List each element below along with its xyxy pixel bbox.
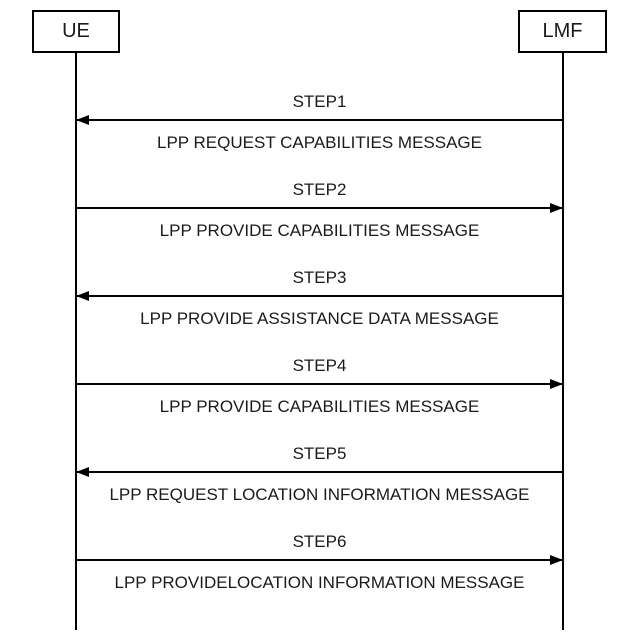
step-label: STEP6 (292, 532, 347, 551)
message-step2: STEP2 LPP PROVIDE CAPABILITIES MESSAGE (76, 178, 563, 248)
message-step4: STEP4 LPP PROVIDE CAPABILITIES MESSAGE (76, 354, 563, 424)
arrow-left-icon (76, 467, 563, 477)
step-label: STEP1 (292, 92, 347, 111)
arrow-right-icon (76, 379, 563, 389)
arrowhead-left-icon (76, 291, 89, 301)
actor-label-lmf: LMF (542, 20, 583, 42)
message-label: LPP REQUEST CAPABILITIES MESSAGE (156, 133, 482, 152)
message-step5: STEP5 LPP REQUEST LOCATION INFORMATION M… (76, 442, 563, 512)
message-step1: STEP1 LPP REQUEST CAPABILITIES MESSAGE (76, 90, 563, 160)
lifeline-lmf (562, 53, 564, 630)
arrowhead-left-icon (76, 115, 89, 125)
message-label: LPP PROVIDELOCATION INFORMATION MESSAGE (114, 573, 525, 592)
message-step6: STEP6 LPP PROVIDELOCATION INFORMATION ME… (76, 530, 563, 600)
arrowhead-right-icon (550, 555, 563, 565)
arrow-right-icon (76, 555, 563, 565)
step-label: STEP4 (292, 356, 347, 375)
arrow-right-icon (76, 203, 563, 213)
arrowhead-right-icon (550, 379, 563, 389)
actor-box-ue: UE (32, 10, 120, 53)
message-label: LPP PROVIDE ASSISTANCE DATA MESSAGE (140, 309, 499, 328)
arrow-left-icon (76, 291, 563, 301)
message-label: LPP REQUEST LOCATION INFORMATION MESSAGE (109, 485, 530, 504)
lifeline-ue (75, 53, 77, 630)
arrow-left-icon (76, 115, 563, 125)
actor-box-lmf: LMF (518, 10, 607, 53)
arrowhead-left-icon (76, 467, 89, 477)
arrowhead-right-icon (550, 203, 563, 213)
step-label: STEP3 (292, 268, 347, 287)
actor-label-ue: UE (62, 20, 90, 42)
message-label: LPP PROVIDE CAPABILITIES MESSAGE (159, 397, 480, 416)
step-label: STEP5 (292, 444, 347, 463)
message-step3: STEP3 LPP PROVIDE ASSISTANCE DATA MESSAG… (76, 266, 563, 336)
message-label: LPP PROVIDE CAPABILITIES MESSAGE (159, 221, 480, 240)
step-label: STEP2 (292, 180, 347, 199)
